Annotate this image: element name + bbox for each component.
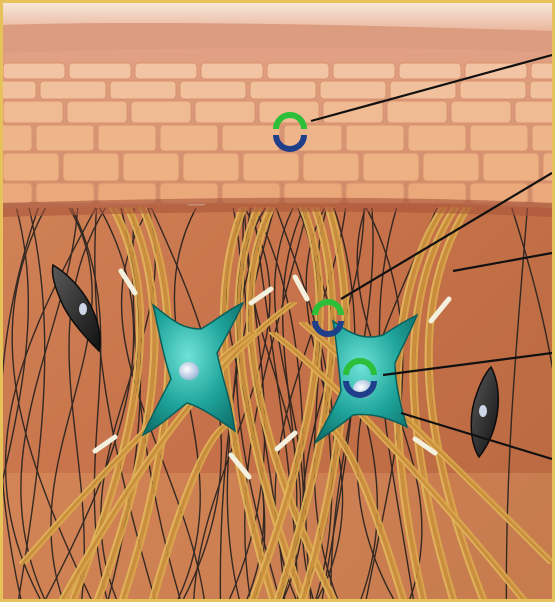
epidermal-cell (63, 153, 119, 181)
epidermal-cell (483, 153, 539, 181)
epidermal-cell (532, 125, 552, 151)
epidermal-cell (160, 125, 218, 151)
epidermal-cell (3, 183, 32, 203)
epidermal-cell (183, 153, 239, 181)
epidermal-cell (423, 153, 479, 181)
epidermal-cell (69, 63, 131, 79)
epidermal-cell (532, 183, 552, 203)
epidermal-cell (333, 63, 395, 79)
epidermal-cell (320, 81, 386, 99)
epidermal-cell (36, 125, 94, 151)
epidermis-layer (3, 3, 552, 217)
epidermal-cell (243, 153, 299, 181)
epidermal-cell (303, 153, 359, 181)
epidermal-cell (530, 81, 552, 99)
epidermal-cell (408, 125, 466, 151)
epidermal-cell (515, 101, 552, 123)
epidermal-cell (3, 125, 32, 151)
epidermal-cell (451, 101, 511, 123)
epidermal-cell (250, 81, 316, 99)
epidermal-cell (131, 101, 191, 123)
epidermal-cell (387, 101, 447, 123)
epidermal-cell (110, 81, 176, 99)
epidermal-cell (363, 153, 419, 181)
epidermal-cell (3, 153, 59, 181)
epidermal-cell (67, 101, 127, 123)
epidermal-cell (3, 101, 63, 123)
epidermal-cell (3, 63, 65, 79)
epidermal-cell (36, 183, 94, 203)
epidermal-cell (195, 101, 255, 123)
epidermal-cell (201, 63, 263, 79)
epidermal-cell (460, 81, 526, 99)
epidermal-cell (3, 81, 36, 99)
epidermal-cell (470, 125, 528, 151)
epidermal-cell (531, 63, 552, 79)
epidermal-cell (399, 63, 461, 79)
epidermal-cell (267, 63, 329, 79)
epidermal-cell (346, 125, 404, 151)
epidermal-cell (123, 153, 179, 181)
skin-layers-diagram (3, 3, 552, 599)
epidermal-cell (259, 101, 319, 123)
epidermal-cell (98, 125, 156, 151)
epidermal-cell (180, 81, 246, 99)
epidermal-cell (135, 63, 197, 79)
epidermal-cell (40, 81, 106, 99)
epidermal-cell (222, 125, 280, 151)
